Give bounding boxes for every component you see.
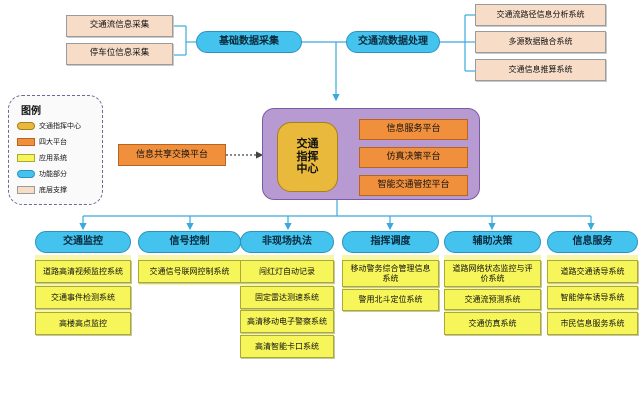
legend-swatch-app — [17, 154, 35, 162]
app-incident-detection: 交通事件检测系统 — [35, 286, 131, 309]
app-beidou-positioning: 警用北斗定位系统 — [342, 289, 439, 311]
legend-title: 图例 — [21, 106, 41, 117]
base-item-path-analysis: 交通流路径信息分析系统 — [475, 4, 606, 26]
app-smart-checkpoint: 高清智能卡口系统 — [240, 335, 334, 358]
platform-simulation-decision: 仿真决策平台 — [359, 147, 468, 168]
app-high-point-monitoring: 高楼高点监控 — [35, 312, 131, 335]
module-traffic-monitoring: 交通监控 — [35, 231, 131, 253]
app-red-light-recording: 闯红灯自动记录 — [240, 260, 334, 283]
function-basic-data-collection: 基础数据采集 — [196, 31, 302, 53]
app-mobile-e-police: 高清移动电子警察系统 — [240, 310, 334, 333]
app-flow-prediction: 交通流预测系统 — [444, 289, 541, 310]
platform-its-control: 智能交通管控平台 — [359, 175, 468, 196]
app-citizen-info-service: 市民信息服务系统 — [547, 312, 638, 335]
traffic-command-center: 交通 指挥 中心 — [277, 122, 338, 192]
app-parking-guidance: 智能停车诱导系统 — [547, 286, 638, 309]
app-traffic-guidance: 道路交通诱导系统 — [547, 260, 638, 283]
legend-row-platform: 四大平台 — [17, 137, 67, 147]
legend-label: 交通指挥中心 — [39, 122, 81, 130]
module-information-service: 信息服务 — [547, 231, 638, 253]
legend-label: 四大平台 — [39, 138, 67, 146]
function-traffic-data-processing: 交通流数据处理 — [346, 31, 440, 53]
module-offsite-enforcement: 非现场执法 — [240, 231, 334, 253]
app-network-state-evaluation: 道路网络状态监控与评价系统 — [444, 260, 541, 287]
legend-swatch-hub — [17, 122, 35, 130]
module-command-dispatch: 指挥调度 — [342, 231, 439, 253]
legend-label: 功能部分 — [39, 170, 67, 178]
legend-row-base: 底层支撑 — [17, 185, 67, 195]
legend-swatch-platform — [17, 138, 35, 146]
legend-row-hub: 交通指挥中心 — [17, 121, 81, 131]
app-traffic-simulation: 交通仿真系统 — [444, 312, 541, 335]
app-radar-speed: 固定雷达测速系统 — [240, 286, 334, 309]
base-item-traffic-flow-collection: 交通流信息采集 — [66, 15, 173, 37]
module-decision-support: 辅助决策 — [444, 231, 541, 253]
base-item-info-inference: 交通信息推算系统 — [475, 59, 606, 81]
app-signal-network-control: 交通信号联网控制系统 — [138, 260, 241, 283]
legend-row-app: 应用系统 — [17, 153, 67, 163]
legend: 图例 交通指挥中心 四大平台 应用系统 功能部分 底层支撑 — [8, 95, 103, 205]
platform-info-service: 信息服务平台 — [359, 119, 468, 140]
legend-swatch-function — [17, 170, 35, 178]
legend-row-function: 功能部分 — [17, 169, 67, 179]
base-item-data-fusion: 多源数据融合系统 — [475, 31, 606, 53]
legend-swatch-base — [17, 186, 35, 194]
app-hd-video-monitoring: 道路高清视频监控系统 — [35, 260, 131, 283]
platform-info-sharing: 信息共享交换平台 — [118, 144, 226, 166]
base-item-parking-collection: 停车位信息采集 — [66, 43, 173, 65]
legend-label: 底层支撑 — [39, 186, 67, 194]
module-signal-control: 信号控制 — [138, 231, 241, 253]
legend-label: 应用系统 — [39, 154, 67, 162]
app-mobile-police-management: 移动警务综合管理信息系统 — [342, 260, 439, 287]
